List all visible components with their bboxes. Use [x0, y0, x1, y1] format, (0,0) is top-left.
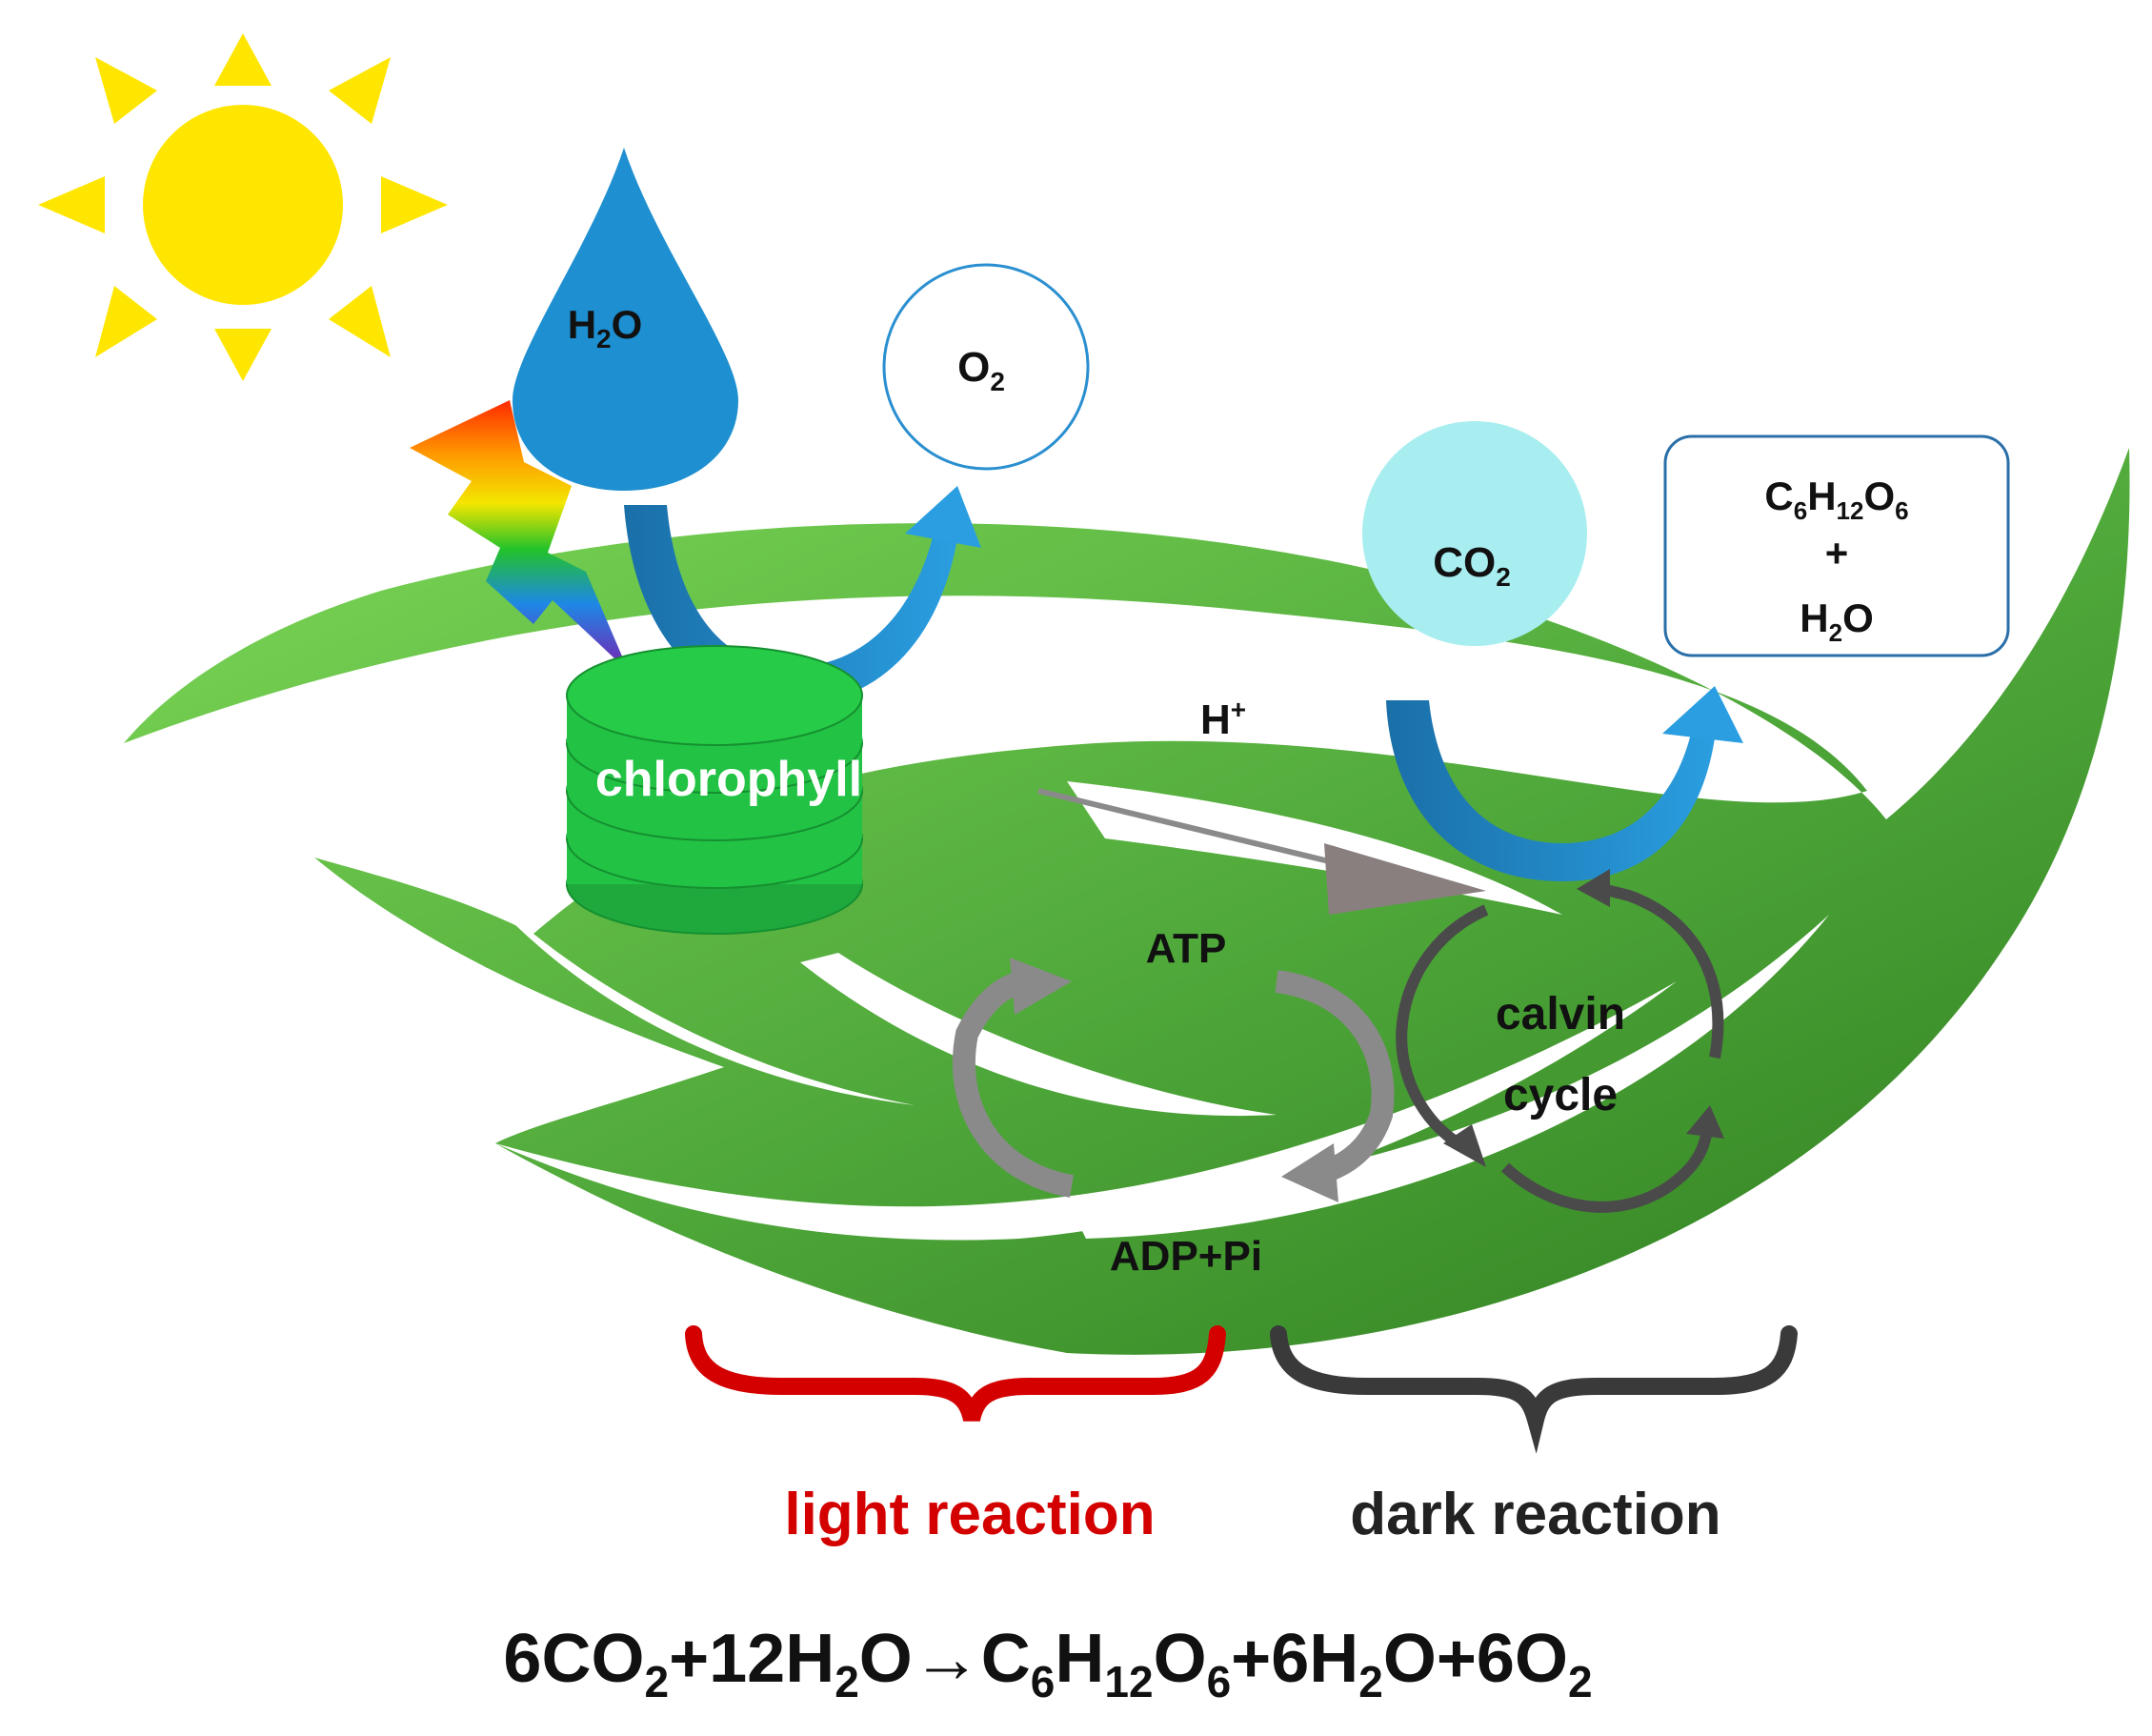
- co2-circle: [1362, 421, 1587, 646]
- adp-label: ADP+Pi: [1110, 1233, 1262, 1280]
- chlorophyll-to-calvin-arrow: [1037, 788, 1486, 915]
- atp-label: ATP: [1146, 925, 1227, 972]
- light-reaction-label: light reaction: [784, 1482, 1155, 1547]
- photosynthesis-equation: 6CO2+12H2O→C6H12O6+6H2O+6O2: [503, 1621, 1592, 1706]
- sun-icon: [38, 33, 448, 381]
- dark-reaction-label: dark reaction: [1350, 1482, 1720, 1547]
- chlorophyll-label: chlorophyll: [595, 752, 862, 807]
- calvin-cycle-arrows: [1396, 869, 1724, 1213]
- chlorophyll-stack: [566, 645, 863, 935]
- proton-label: H+: [1200, 695, 1246, 743]
- dark-reaction-brace: [1270, 1325, 1798, 1454]
- calvin-label-line1: calvin: [1496, 989, 1625, 1040]
- oxygen-circle: [882, 263, 1090, 471]
- glucose-water-label: H2O: [1800, 595, 1873, 647]
- light-bolt-icon: [410, 400, 629, 672]
- oxygen-label: O2: [957, 344, 1005, 396]
- atp-adp-cycle-arrows: [952, 958, 1395, 1202]
- light-reaction-brace: [685, 1325, 1226, 1423]
- water-drop-icon: [513, 148, 738, 491]
- glucose-plus: +: [1825, 531, 1849, 575]
- glucose-label: C6H12O6: [1764, 474, 1908, 525]
- water-label: H2O: [568, 302, 643, 353]
- glucose-box: [1663, 434, 2010, 657]
- calvin-label-line2: cycle: [1503, 1070, 1618, 1120]
- co2-to-glucose-arrow: [1386, 686, 1743, 881]
- co2-label: CO2: [1433, 539, 1511, 592]
